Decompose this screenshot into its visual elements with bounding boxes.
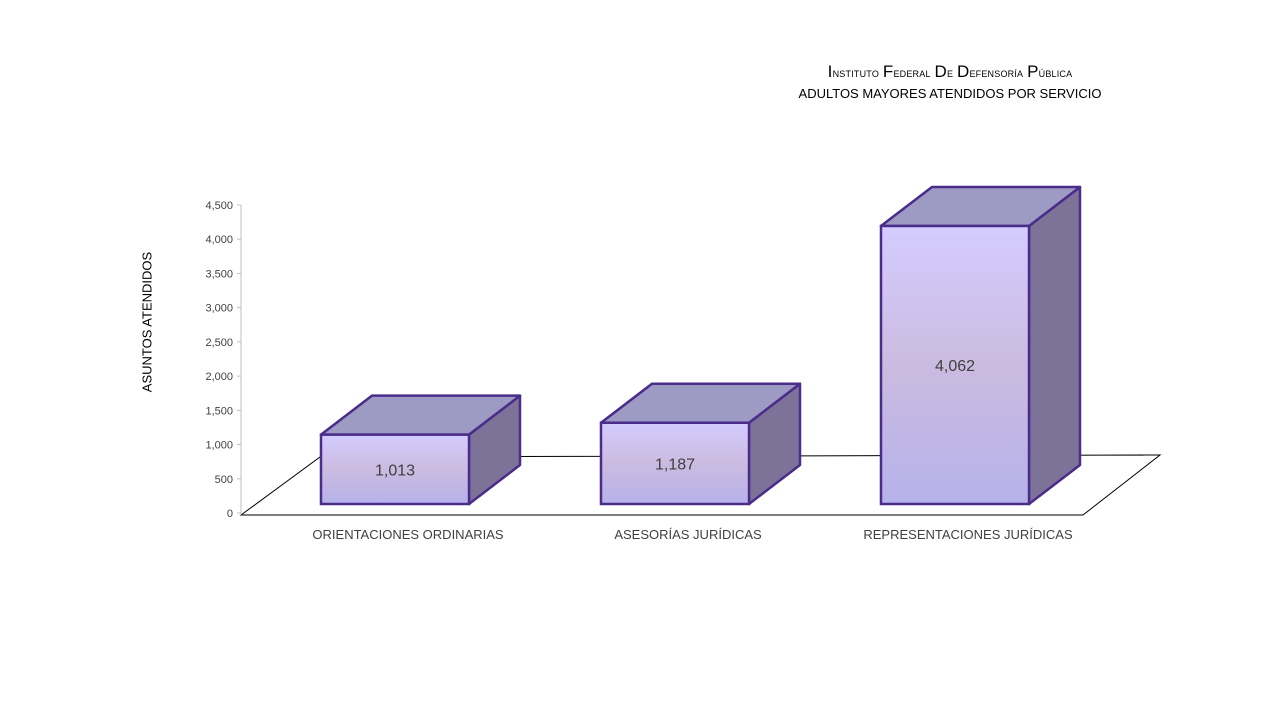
- bar-1: [319, 394, 522, 506]
- category-label: REPRESENTACIONES JURÍDICAS: [863, 527, 1073, 542]
- chart-title: Instituto Federal De Defensoría Pública: [827, 62, 1073, 81]
- y-tick-label: 2,500: [205, 337, 233, 349]
- data-label: 4,062: [935, 358, 975, 375]
- y-tick-label: 4,000: [205, 234, 233, 246]
- chart-title-block: Instituto Federal De Defensoría Pública …: [760, 62, 1140, 101]
- chart-floor: [239, 454, 1162, 516]
- y-tick-label: 1,500: [205, 405, 233, 417]
- y-tick-label: 0: [227, 508, 233, 520]
- bar-3: [879, 185, 1082, 506]
- chart-subtitle: ADULTOS MAYORES ATENDIDOS POR SERVICIO: [798, 86, 1102, 101]
- y-tick-label: 3,000: [205, 303, 233, 315]
- y-tick-label: 4,500: [205, 200, 233, 212]
- bar-front: [879, 224, 1031, 506]
- bar-side: [1027, 185, 1082, 506]
- category-label: ORIENTACIONES ORDINARIAS: [312, 527, 504, 542]
- y-tick-label: 1,000: [205, 440, 233, 452]
- y-tick-label: 500: [215, 474, 233, 486]
- y-tick-label: 2,000: [205, 371, 233, 383]
- category-label: ASESORÍAS JURÍDICAS: [614, 527, 762, 542]
- y-tick-label: 3,500: [205, 268, 233, 280]
- data-label: 1,187: [655, 456, 695, 473]
- bar-2: [599, 382, 802, 506]
- bar-front: [319, 433, 471, 506]
- data-label: 1,013: [375, 462, 415, 479]
- bar-front: [599, 421, 751, 506]
